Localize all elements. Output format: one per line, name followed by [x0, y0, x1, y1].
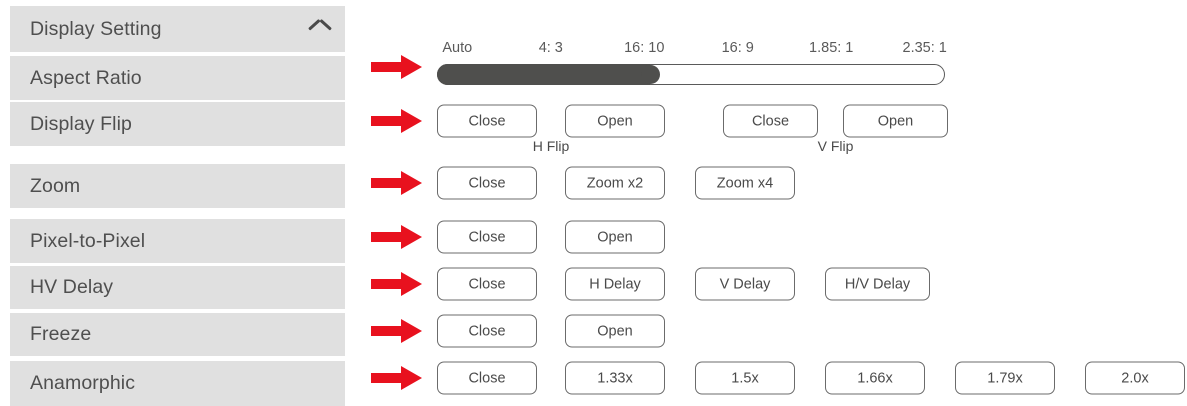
- anamorphic-row: Close 1.33x 1.5x 1.66x 1.79x 2.0x: [345, 355, 1187, 401]
- sidebar-item-display-setting[interactable]: Display Setting: [10, 6, 345, 52]
- anamorphic-button-1-66x[interactable]: 1.66x: [825, 361, 925, 395]
- anamorphic-button-1-79x[interactable]: 1.79x: [955, 361, 1055, 395]
- zoom-row: Close Zoom x2 Zoom x4: [345, 160, 1187, 206]
- sidebar-item-pixel-to-pixel[interactable]: Pixel-to-Pixel: [10, 219, 345, 263]
- pixel-to-pixel-button-open[interactable]: Open: [565, 220, 665, 254]
- arrow-right-icon: [371, 54, 423, 80]
- arrow-right-icon: [371, 365, 423, 391]
- display-flip-h-flip-button-open[interactable]: Open: [565, 104, 665, 138]
- hv-delay-button-close[interactable]: Close: [437, 267, 537, 301]
- hv-delay-button-h-v-delay[interactable]: H/V Delay: [825, 267, 930, 301]
- sidebar-item-label: Display Flip: [30, 112, 132, 135]
- hv-delay-row: Close H Delay V Delay H/V Delay: [345, 261, 1187, 307]
- sidebar-item-label: HV Delay: [30, 276, 114, 298]
- arrow-right-icon: [371, 318, 423, 344]
- aspect-ratio-slider[interactable]: [437, 64, 945, 85]
- aspect-ratio-tick-labels: Auto 4: 3 16: 10 16: 9 1.85: 1 2.35: 1: [437, 40, 947, 58]
- freeze-button-open[interactable]: Open: [565, 314, 665, 348]
- arrow-right-icon: [371, 224, 423, 250]
- chevron-up-icon[interactable]: [309, 22, 331, 36]
- sidebar-item-label: Aspect Ratio: [30, 66, 142, 89]
- sidebar-item-label: Freeze: [30, 323, 92, 345]
- sidebar-item-aspect-ratio[interactable]: Aspect Ratio: [10, 56, 345, 100]
- arrow-right-icon: [371, 170, 423, 196]
- aspect-ratio-option-5[interactable]: 2.35: 1: [902, 40, 947, 56]
- anamorphic-button-1-5x[interactable]: 1.5x: [695, 361, 795, 395]
- anamorphic-button-2-0x[interactable]: 2.0x: [1085, 361, 1185, 395]
- pixel-to-pixel-row: Close Open: [345, 214, 1187, 260]
- aspect-ratio-option-0[interactable]: Auto: [442, 40, 473, 56]
- aspect-ratio-option-1[interactable]: 4: 3: [538, 40, 563, 56]
- display-flip-v-flip-button-close[interactable]: Close: [723, 104, 818, 138]
- arrow-right-icon: [371, 108, 423, 134]
- display-flip-caption-v-flip: V Flip: [817, 138, 854, 154]
- aspect-ratio-slider-thumb[interactable]: [641, 65, 661, 84]
- aspect-ratio-option-3[interactable]: 16: 9: [721, 40, 754, 56]
- anamorphic-button-1-33x[interactable]: 1.33x: [565, 361, 665, 395]
- hv-delay-button-h-delay[interactable]: H Delay: [565, 267, 665, 301]
- freeze-button-close[interactable]: Close: [437, 314, 537, 348]
- sidebar-item-label: Anamorphic: [30, 372, 136, 394]
- anamorphic-button-close[interactable]: Close: [437, 361, 537, 395]
- arrow-right-icon: [371, 271, 423, 297]
- sidebar-item-hv-delay[interactable]: HV Delay: [10, 266, 345, 309]
- aspect-ratio-option-4[interactable]: 1.85: 1: [809, 40, 854, 56]
- zoom-button-zoom-x4[interactable]: Zoom x4: [695, 166, 795, 200]
- hv-delay-button-v-delay[interactable]: V Delay: [695, 267, 795, 301]
- aspect-ratio-option-2[interactable]: 16: 10: [624, 40, 665, 56]
- display-flip-caption-h-flip: H Flip: [532, 138, 570, 154]
- freeze-row: Close Open: [345, 308, 1187, 354]
- zoom-button-zoom-x2[interactable]: Zoom x2: [565, 166, 665, 200]
- aspect-ratio-slider-fill: [437, 64, 650, 85]
- sidebar-item-label: Pixel-to-Pixel: [30, 229, 146, 252]
- sidebar-item-freeze[interactable]: Freeze: [10, 313, 345, 356]
- pixel-to-pixel-button-close[interactable]: Close: [437, 220, 537, 254]
- sidebar-item-label: Display Setting: [30, 17, 162, 40]
- display-flip-v-flip-button-open[interactable]: Open: [843, 104, 948, 138]
- sidebar-item-anamorphic[interactable]: Anamorphic: [10, 361, 345, 406]
- sidebar-item-label: Zoom: [30, 174, 81, 197]
- zoom-button-close[interactable]: Close: [437, 166, 537, 200]
- sidebar-item-zoom[interactable]: Zoom: [10, 164, 345, 208]
- display-flip-h-flip-button-close[interactable]: Close: [437, 104, 537, 138]
- sidebar-item-display-flip[interactable]: Display Flip: [10, 102, 345, 146]
- aspect-ratio-row: Auto 4: 3 16: 10 16: 9 1.85: 1 2.35: 1: [345, 40, 1187, 94]
